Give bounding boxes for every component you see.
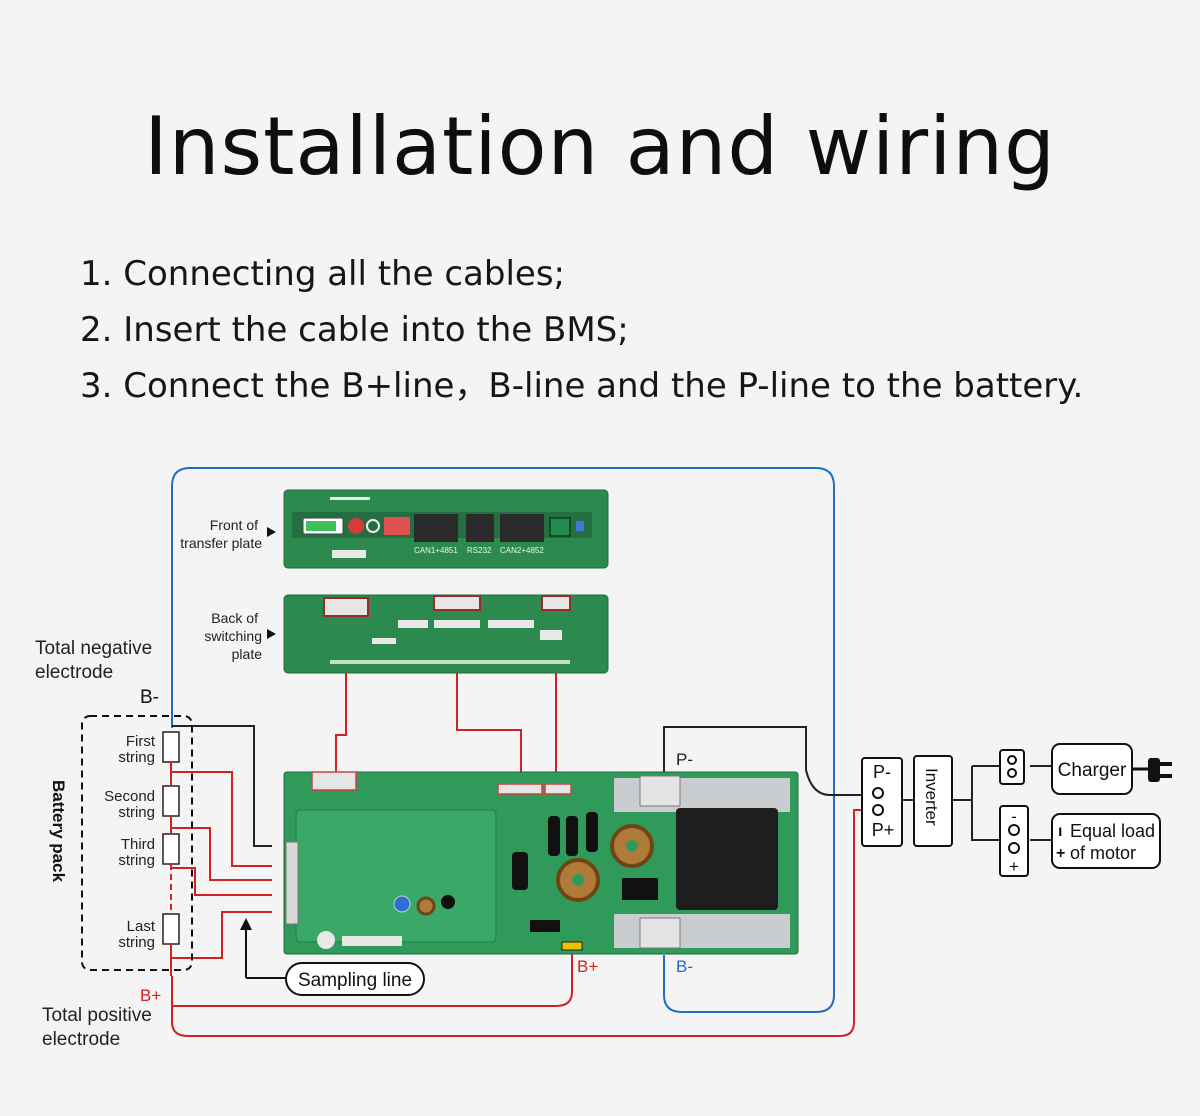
- string-third-line2: string: [118, 852, 155, 869]
- step-1: 1. Connecting all the cables;: [80, 254, 565, 294]
- board-p-minus-label: P-: [676, 750, 693, 769]
- total-positive-label: Total positive electrode: [42, 1005, 152, 1050]
- port-label-rs232: RS232: [467, 546, 492, 555]
- sampling-line-box: [285, 962, 425, 996]
- charger-label: Charger: [1058, 760, 1127, 781]
- back-plate-label-line3: plate: [232, 646, 263, 662]
- load-minus-mark: ı: [1058, 823, 1062, 840]
- b-minus-blue-wire: [171, 467, 835, 1013]
- front-transfer-plate: [283, 489, 609, 569]
- battery-cells: [162, 731, 180, 976]
- cell-last: [162, 913, 180, 945]
- p-minus-black-wire: [663, 726, 872, 796]
- string-last-line2: string: [118, 934, 155, 951]
- load-pin-2: [1008, 842, 1020, 854]
- terminal-p-plus-pin: [872, 804, 884, 816]
- back-plate-label-line1: Back of: [211, 610, 258, 626]
- page-title: Installation and wiring: [144, 100, 1056, 193]
- p-terminal-box: [861, 757, 903, 847]
- terminal-p-plus-label: P+: [872, 820, 895, 840]
- total-negative-line1: Total negative: [35, 638, 152, 659]
- bms-board: [283, 771, 799, 955]
- load-pin-1: [1008, 824, 1020, 836]
- cell-first: [162, 731, 180, 763]
- string-last-line1: Last: [127, 918, 156, 935]
- terminal-p-minus-pin: [872, 787, 884, 799]
- sampling-line-label: Sampling line: [298, 970, 412, 991]
- board-b-minus-label: B-: [676, 957, 693, 976]
- load-label-line2: of motor: [1070, 843, 1136, 863]
- inverter-box: [913, 755, 953, 847]
- front-plate-label: Front of transfer plate: [180, 517, 262, 551]
- total-negative-label: Total negative electrode: [35, 638, 152, 683]
- string-second-line1: Second: [104, 788, 155, 805]
- cell-second: [162, 785, 180, 817]
- load-box: [1051, 813, 1161, 869]
- string-first-line1: First: [126, 733, 156, 750]
- string-third-line1: Third: [121, 836, 155, 853]
- charger-pin-1: [1007, 755, 1017, 765]
- p-plus-red-wire: [171, 809, 876, 1037]
- back-plate-label-line2: switching: [204, 628, 262, 644]
- string-labels: First string Second string Third string …: [104, 733, 156, 951]
- steps-list: 1. Connecting all the cables; 2. Insert …: [80, 248, 1083, 416]
- charger-terminal: [999, 749, 1025, 785]
- load-terminal: [999, 805, 1029, 877]
- board-b-plus-label: B+: [577, 957, 598, 976]
- back-switching-plate: [283, 594, 609, 674]
- sampling-wires: [172, 725, 272, 959]
- string-second-line2: string: [118, 804, 155, 821]
- front-plate-label-line1: Front of: [210, 517, 258, 533]
- port-label-can2: CAN2+4852: [500, 546, 544, 555]
- string-first-line2: string: [118, 749, 155, 766]
- load-terminal-plus: +: [1009, 857, 1019, 876]
- total-positive-line1: Total positive: [42, 1005, 152, 1026]
- front-plate-arrow-icon: [267, 527, 276, 537]
- load-terminal-minus: -: [1011, 807, 1017, 826]
- load-plus-mark: +: [1056, 845, 1065, 862]
- back-plate-arrow-icon: [267, 629, 276, 639]
- b-plus-label: B+: [140, 986, 161, 1005]
- step-2: 2. Insert the cable into the BMS;: [80, 310, 629, 350]
- port-label-can1: CAN1+4851: [414, 546, 458, 555]
- plug-icon: [1132, 758, 1172, 782]
- b-minus-label: B-: [140, 687, 159, 708]
- output-wires: [902, 765, 1052, 841]
- battery-pack-frame: [81, 715, 193, 971]
- inverter-label: Inverter: [922, 768, 941, 826]
- charger-pin-2: [1007, 768, 1017, 778]
- back-plate-label: Back of switching plate: [204, 610, 262, 662]
- total-negative-line2: electrode: [35, 662, 113, 683]
- cell-third: [162, 833, 180, 865]
- load-label-line1: Equal load: [1070, 821, 1155, 841]
- sampling-arrow-head: [240, 918, 252, 930]
- terminal-p-minus-label: P-: [873, 762, 891, 782]
- step-3: 3. Connect the B+line，B-line and the P-l…: [80, 366, 1084, 406]
- front-plate-label-line2: transfer plate: [180, 535, 262, 551]
- battery-pack-label: Battery pack: [49, 780, 68, 883]
- total-positive-line2: electrode: [42, 1029, 120, 1050]
- b-plus-board-wire: [172, 945, 573, 1007]
